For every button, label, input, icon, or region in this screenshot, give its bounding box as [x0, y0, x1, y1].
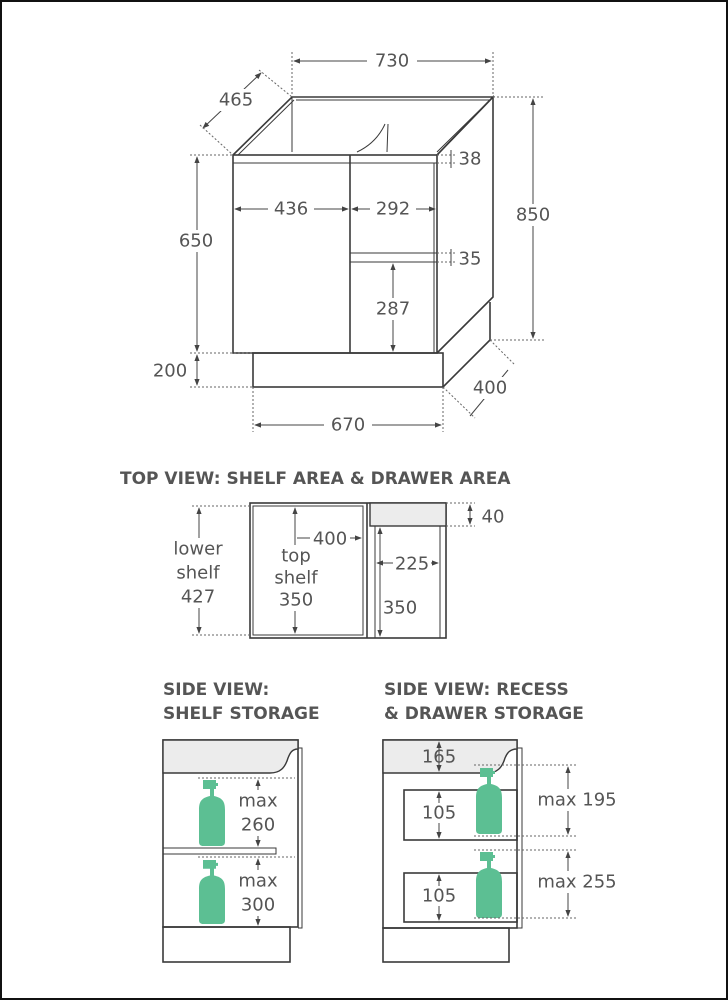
- bottle-icon: [199, 860, 225, 925]
- top-inner-edges: [237, 99, 491, 156]
- upper-max-value: max 195: [537, 790, 616, 811]
- door-edge: [298, 747, 303, 929]
- plinth-side: [442, 302, 491, 388]
- dim-drawer-width: 292: [376, 199, 410, 220]
- basin-waste-outline: [356, 123, 389, 153]
- drawer-front-edge: [517, 747, 523, 929]
- side-shelf-plinth: [162, 926, 291, 963]
- bottle-icon: [476, 852, 502, 918]
- extension-lines-rails: [437, 154, 455, 263]
- shelf-width-value: 400: [313, 529, 347, 550]
- side-shelf-title-2: SHELF STORAGE: [163, 704, 320, 724]
- drawer1-height-value: 105: [422, 803, 456, 824]
- drawer-2: [403, 872, 518, 923]
- extension-lines: [190, 52, 545, 432]
- lower-shelf-value: 427: [181, 587, 215, 608]
- dim-door-width: 436: [274, 199, 308, 220]
- dim-height-total: 850: [516, 205, 550, 226]
- side-view-drawer: 165 105 105 max 195 max 255: [382, 739, 619, 963]
- extension-lines-465: [199, 69, 293, 156]
- side-view-shelf: max 260 max 300: [162, 739, 303, 963]
- lower-max-value: 300: [241, 895, 275, 916]
- cabinet-front: [232, 154, 438, 354]
- shelf-area: [252, 505, 364, 636]
- top-shelf-label-2: shelf: [274, 568, 318, 589]
- drawer-area: [374, 525, 441, 639]
- lower-max-value: max 255: [537, 872, 616, 893]
- top-view-title: TOP VIEW: SHELF AREA & DRAWER AREA: [120, 469, 511, 489]
- bottle-icon: [476, 768, 502, 834]
- lower-shelf-label: lower: [173, 539, 223, 560]
- lower-shelf-label-2: shelf: [176, 563, 220, 584]
- dim-drawer-rail: 35: [459, 249, 482, 270]
- lower-max-label: max: [238, 871, 278, 892]
- max-lines: [198, 777, 295, 858]
- top-shelf-value: 350: [279, 590, 313, 611]
- countertop-section: [162, 739, 299, 774]
- dim-width-top: 730: [375, 51, 409, 72]
- dim-top-rail: 38: [459, 149, 482, 170]
- cabinet-top-outline: [232, 96, 495, 156]
- side-shelf-title-1: SIDE VIEW:: [163, 680, 269, 700]
- dim-drawer-height: 287: [376, 299, 410, 320]
- dim-height-plinth: 200: [153, 361, 187, 382]
- cabinet-main-view: 730 465 850 650 200 670 400 436 292 38 3…: [153, 50, 558, 436]
- side-drawer-title-2: & DRAWER STORAGE: [384, 704, 584, 724]
- recess-depth-value: 40: [482, 507, 505, 528]
- recess-area: [369, 502, 447, 527]
- top-shelf-label: top: [281, 546, 311, 567]
- drawer-depth-value: 350: [383, 598, 417, 619]
- dim-depth-top: 465: [219, 90, 253, 111]
- drawer2-height-value: 105: [422, 886, 456, 907]
- bottle-icon: [199, 780, 225, 846]
- top-view-extension-lines: [192, 502, 475, 636]
- cabinet-side: [436, 95, 494, 354]
- extension-lines-400: [442, 339, 516, 419]
- dim-width-plinth: 670: [331, 415, 365, 436]
- drawer-width-value: 225: [395, 554, 429, 575]
- shelf: [162, 847, 277, 855]
- top-view-outline: [249, 502, 447, 639]
- recess-value: 165: [422, 747, 456, 768]
- top-view: lower shelf 427 top shelf 350 400 40 225…: [170, 502, 505, 639]
- upper-max-value: 260: [241, 815, 275, 836]
- dim-height-body: 650: [179, 231, 213, 252]
- upper-max-label: max: [238, 791, 278, 812]
- plinth-front: [252, 352, 444, 388]
- side-drawer-title-1: SIDE VIEW: RECESS: [384, 680, 569, 700]
- drawer-1: [403, 789, 518, 841]
- side-drawer-plinth: [382, 927, 510, 963]
- dim-depth-plinth: 400: [473, 378, 507, 399]
